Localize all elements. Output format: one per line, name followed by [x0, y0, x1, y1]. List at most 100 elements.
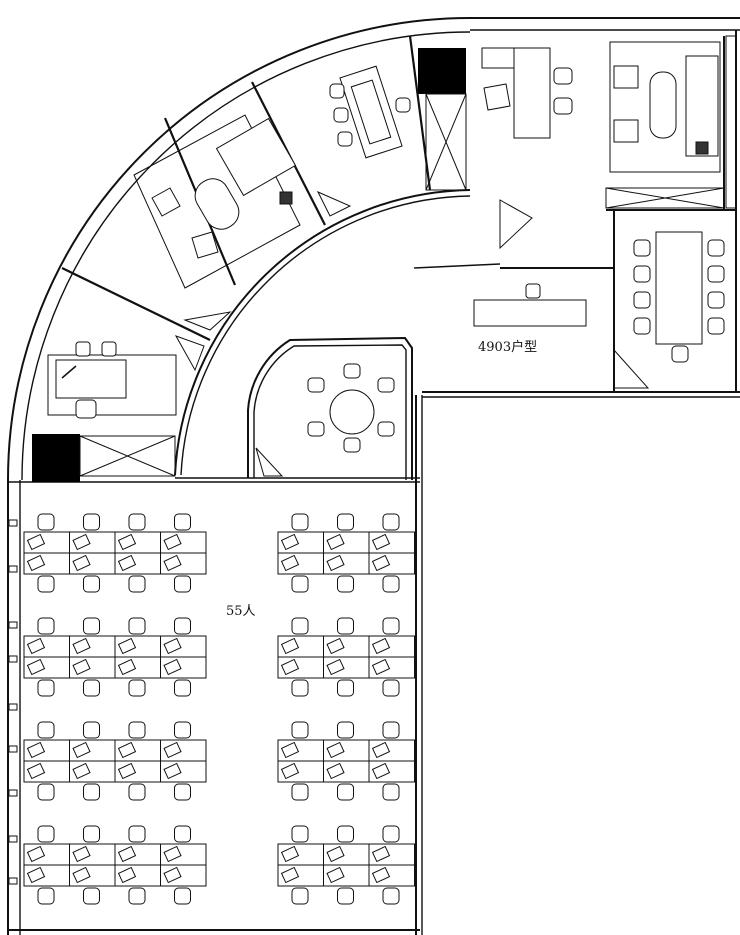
- laptop-icon: [326, 845, 345, 863]
- round-table: [329, 389, 375, 435]
- chair-icon: [337, 679, 354, 697]
- round-lounge-wall: [247, 336, 413, 480]
- chair-icon: [337, 575, 354, 593]
- sofa-1: [215, 117, 297, 197]
- chair-icon: [128, 887, 146, 905]
- laptop-icon: [280, 762, 300, 780]
- chair-icon: [128, 825, 146, 843]
- column-top: [418, 48, 466, 94]
- chair-icon: [128, 575, 146, 593]
- workstation-cluster: [277, 617, 415, 697]
- laptop-icon: [163, 845, 182, 863]
- open-office-desks: [23, 513, 415, 905]
- partition-wall-4: [408, 35, 432, 191]
- laptop-icon: [280, 741, 300, 759]
- laptop-icon: [371, 866, 391, 884]
- office-desk: [55, 359, 127, 399]
- laptop-icon: [371, 658, 391, 676]
- laptop-icon: [26, 741, 46, 759]
- laptop-icon: [26, 762, 46, 780]
- chair-icon: [83, 783, 100, 801]
- laptop-icon: [163, 658, 182, 676]
- chair-icon: [37, 825, 55, 843]
- door-3: [316, 190, 352, 217]
- laptop-icon: [117, 845, 137, 863]
- office-5: [609, 41, 721, 173]
- door-2: [183, 311, 232, 331]
- lounge-rug: [133, 114, 301, 289]
- chair-icon: [174, 825, 191, 843]
- chair-icon: [83, 617, 100, 635]
- structural-columns: [32, 48, 466, 482]
- laptop-icon: [326, 762, 345, 780]
- laptop-icon: [117, 533, 137, 551]
- armchair-icon: [191, 231, 219, 259]
- chair-icon: [83, 825, 100, 843]
- laptop-icon: [280, 866, 300, 884]
- round-table-area: [307, 363, 395, 453]
- laptop-icon: [371, 637, 391, 655]
- laptop-icon: [72, 866, 91, 884]
- laptop-icon: [371, 554, 391, 572]
- chair-icon: [37, 887, 55, 905]
- armchair-icon: [613, 65, 639, 89]
- laptop-icon: [72, 658, 91, 676]
- chair-icon: [128, 679, 146, 697]
- chair-icon: [382, 783, 400, 801]
- laptop-icon: [72, 762, 91, 780]
- chair-icon: [174, 617, 191, 635]
- outer-curved-wall: [7, 17, 471, 481]
- laptop-icon: [26, 658, 46, 676]
- laptop-icon: [326, 866, 345, 884]
- chair-icon: [291, 513, 309, 531]
- chair-icon: [37, 783, 55, 801]
- chair-icon: [382, 721, 400, 739]
- chair-icon: [37, 575, 55, 593]
- small-office: [47, 341, 177, 419]
- laptop-icon: [371, 741, 391, 759]
- laptop-icon: [163, 866, 182, 884]
- coffee-table-1: [194, 178, 240, 230]
- laptop-icon: [117, 637, 137, 655]
- chair-icon: [337, 783, 354, 801]
- desk-4: [513, 47, 551, 139]
- chair-icon: [291, 887, 309, 905]
- laptop-icon: [326, 658, 345, 676]
- door-6: [255, 447, 284, 477]
- reception-desk: [473, 299, 587, 327]
- laptop-icon: [163, 637, 182, 655]
- chair-icon: [337, 887, 354, 905]
- armchair-icon: [483, 83, 511, 111]
- chair-icon: [83, 887, 100, 905]
- corridor-curve-inner: [180, 195, 471, 476]
- laptop-icon: [26, 866, 46, 884]
- workstation-cluster: [23, 721, 207, 801]
- laptop-icon: [326, 554, 345, 572]
- chair-icon: [382, 825, 400, 843]
- laptop-icon: [326, 637, 345, 655]
- chair-icon: [382, 513, 400, 531]
- coffee-table-5: [649, 71, 677, 139]
- laptop-icon: [280, 845, 300, 863]
- chair-icon: [128, 721, 146, 739]
- chair-icon: [128, 617, 146, 635]
- chair-icon: [174, 783, 191, 801]
- armchair-icon: [613, 119, 639, 143]
- lounge-office-1: [133, 114, 301, 289]
- laptop-icon: [163, 554, 182, 572]
- partition-wall-1: [61, 267, 211, 341]
- laptop-icon: [26, 533, 46, 551]
- chair-icon: [291, 617, 309, 635]
- guest-chair-1: [75, 341, 91, 357]
- column-left: [32, 434, 80, 482]
- reception: [473, 283, 587, 327]
- laptop-icon: [163, 741, 182, 759]
- door-4: [499, 199, 533, 250]
- chair-icon: [382, 679, 400, 697]
- laptop-icon: [280, 658, 300, 676]
- workstation-cluster: [23, 617, 207, 697]
- laptop-icon: [326, 533, 345, 551]
- round-lounge-wall-inner: [253, 344, 407, 480]
- chair-icon: [382, 887, 400, 905]
- workstation-cluster: [277, 721, 415, 801]
